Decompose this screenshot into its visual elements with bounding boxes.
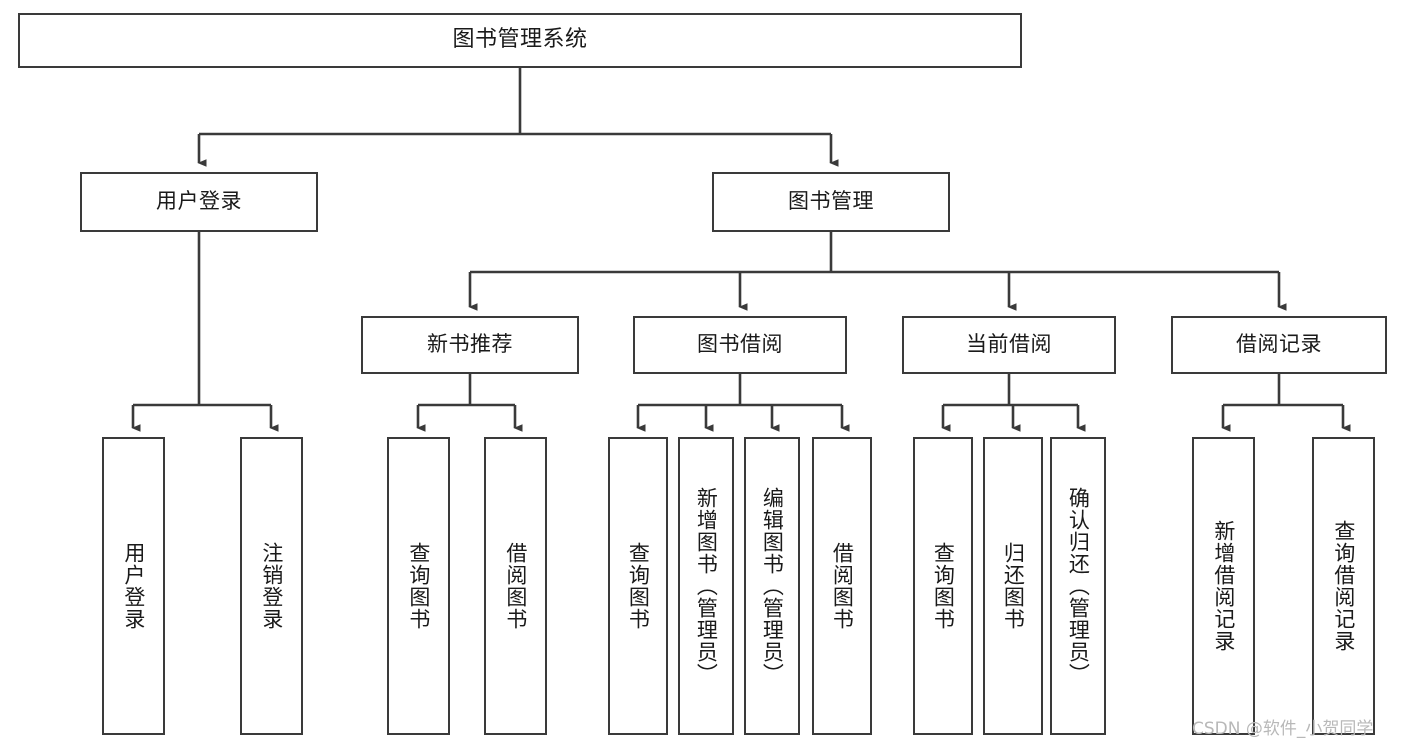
node-leaf-confirm-return-admin[interactable]: 确认归还（管理员） [1050,437,1106,735]
node-leaf-return-book[interactable]: 归还图书 [983,437,1043,735]
node-new-book-recommend[interactable]: 新书推荐 [361,316,579,374]
node-leaf-query-book-current[interactable]: 查询图书 [913,437,973,735]
node-leaf-borrow-book-recommend-label: 借阅图书 [503,542,528,630]
node-borrow-record-label: 借阅记录 [1236,332,1322,357]
node-book-borrow[interactable]: 图书借阅 [633,316,847,374]
node-borrow-record[interactable]: 借阅记录 [1171,316,1387,374]
node-leaf-add-borrow-record-label: 新增借阅记录 [1211,520,1236,652]
node-user-login-label: 用户登录 [156,189,242,214]
node-leaf-query-book-recommend[interactable]: 查询图书 [387,437,450,735]
edges-root-to-level2 [197,68,839,167]
edges-current-borrow-to-leaves [941,374,1086,432]
node-leaf-borrow-book[interactable]: 借阅图书 [812,437,872,735]
node-leaf-return-book-label: 归还图书 [1001,542,1026,630]
node-book-management[interactable]: 图书管理 [712,172,950,232]
node-root[interactable]: 图书管理系统 [18,13,1022,68]
node-leaf-query-borrow-record-label: 查询借阅记录 [1331,520,1356,652]
node-leaf-query-book-recommend-label: 查询图书 [406,542,431,630]
edges-book-borrow-to-leaves [636,374,850,432]
edges-user-login-to-leaves [131,232,279,432]
node-leaf-edit-book-admin[interactable]: 编辑图书（管理员） [744,437,800,735]
node-leaf-query-borrow-record[interactable]: 查询借阅记录 [1312,437,1375,735]
node-leaf-query-book-borrow-label: 查询图书 [626,542,651,630]
node-current-borrow[interactable]: 当前借阅 [902,316,1116,374]
node-current-borrow-label: 当前借阅 [966,332,1052,357]
node-leaf-add-borrow-record[interactable]: 新增借阅记录 [1192,437,1255,735]
node-leaf-edit-book-admin-label: 编辑图书（管理员） [760,487,785,685]
edges-book-management-to-level3 [468,232,1287,311]
node-leaf-query-book-current-label: 查询图书 [931,542,956,630]
node-leaf-confirm-return-admin-label: 确认归还（管理员） [1066,487,1091,685]
edges-borrow-record-to-leaves [1221,374,1351,432]
node-leaf-borrow-book-label: 借阅图书 [830,542,855,630]
node-leaf-query-book-borrow[interactable]: 查询图书 [608,437,668,735]
node-leaf-add-book-admin[interactable]: 新增图书（管理员） [678,437,734,735]
edges-new-book-recommend-to-leaves [416,374,523,432]
node-leaf-user-login[interactable]: 用户登录 [102,437,165,735]
node-book-borrow-label: 图书借阅 [697,332,783,357]
node-leaf-add-book-admin-label: 新增图书（管理员） [694,487,719,685]
node-leaf-borrow-book-recommend[interactable]: 借阅图书 [484,437,547,735]
node-leaf-logout[interactable]: 注销登录 [240,437,303,735]
node-new-book-recommend-label: 新书推荐 [427,332,513,357]
node-leaf-logout-label: 注销登录 [259,542,284,630]
node-root-label: 图书管理系统 [452,27,588,53]
node-leaf-user-login-label: 用户登录 [121,542,146,630]
node-user-login[interactable]: 用户登录 [80,172,318,232]
node-book-management-label: 图书管理 [788,189,874,214]
csdn-watermark: CSDN @软件_小贺同学 [1192,719,1374,739]
